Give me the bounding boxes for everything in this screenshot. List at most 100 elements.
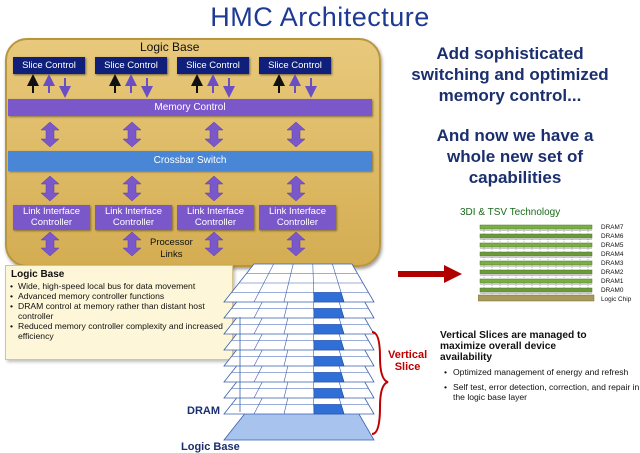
- link-line-1: Link Interface: [22, 206, 81, 217]
- note-title: Logic Base: [11, 269, 65, 280]
- dram-layer: [479, 260, 593, 266]
- layer-gap: [480, 247, 592, 249]
- headline-line: whole new set of: [446, 147, 584, 166]
- link-interface-controller-3: Link Interface Controller: [177, 205, 254, 230]
- logic-base-note: Logic Base Wide, high-speed local bus fo…: [5, 265, 233, 360]
- double-arrow-icon: [122, 175, 142, 202]
- link-interface-controller-4: Link Interface Controller: [259, 205, 336, 230]
- logic-base-stack-label: Logic Base: [181, 441, 240, 453]
- link-interface-controller-2: Link Interface Controller: [95, 205, 172, 230]
- tsv-layer-label: DRAM1: [601, 278, 624, 285]
- headline-switching: Add sophisticated switching and optimize…: [390, 43, 630, 106]
- tsv-layer-label: Logic Chip: [601, 296, 632, 303]
- headline-line: And now we have a: [436, 126, 594, 145]
- layer-gap: [480, 238, 592, 240]
- double-arrow-icon: [204, 121, 224, 148]
- double-arrow-icon: [122, 121, 142, 148]
- link-line-2: Controller: [30, 217, 73, 228]
- dram-layer: [479, 224, 593, 230]
- double-arrow-icon: [40, 175, 60, 202]
- note-bullet: Reduced memory controller complexity and…: [9, 321, 229, 341]
- double-arrow-icon: [40, 121, 60, 148]
- tsv-stack-graphic: [478, 224, 595, 302]
- vertical-slice-cell: [313, 388, 345, 399]
- note-bullet: Advanced memory controller functions: [9, 291, 229, 301]
- processor-links-label: Processor Links: [150, 237, 193, 261]
- double-arrow-icon: [286, 175, 306, 202]
- slice-control-2: Slice Control: [95, 57, 167, 74]
- logic-base-panel-label: Logic Base: [140, 40, 200, 54]
- tsv-title: 3DI & TSV Technology: [460, 207, 561, 218]
- headline-line: switching and optimized: [411, 65, 609, 84]
- vertical-slice-label: Vertical Slice: [388, 349, 427, 373]
- vertical-slice-cell: [313, 340, 345, 351]
- layer-gap: [480, 229, 592, 231]
- layer-gap: [480, 256, 592, 258]
- processor-links-line-2: Links: [160, 249, 183, 260]
- logic-chip-layer: [478, 294, 595, 302]
- link-line-1: Link Interface: [268, 206, 327, 217]
- dram-layer: [479, 251, 593, 257]
- memory-control-bar: Memory Control: [8, 99, 372, 116]
- headline-capabilities: And now we have a whole new set of capab…: [400, 125, 630, 188]
- layer-gap: [480, 274, 592, 276]
- vertical-slice-line: Slice: [394, 361, 421, 373]
- dram-stack-graphic: [223, 263, 389, 441]
- link-line-1: Link Interface: [104, 206, 163, 217]
- headline-line: Add sophisticated: [436, 44, 584, 63]
- double-arrow-icon: [204, 231, 224, 257]
- red-arrow-icon: [398, 265, 462, 283]
- dram-stack-label: DRAM: [187, 405, 220, 417]
- layer-gap: [480, 265, 592, 267]
- double-arrow-icon: [40, 231, 60, 257]
- tsv-layer-label: DRAM6: [601, 233, 624, 240]
- slices-bullet: Self test, error detection, correction, …: [444, 382, 640, 402]
- slices-bullet: Optimized management of energy and refre…: [444, 367, 640, 377]
- double-arrow-icon: [286, 121, 306, 148]
- link-interface-controller-1: Link Interface Controller: [13, 205, 90, 230]
- vertical-slice-cell: [313, 372, 345, 383]
- note-bullets: Wide, high-speed local bus for data move…: [9, 281, 229, 341]
- vertical-slice-cell: [313, 356, 345, 367]
- vertical-slice-cell: [313, 308, 345, 319]
- dram-layer: [479, 242, 593, 248]
- heading-line: availability: [440, 352, 493, 363]
- tsv-layer-label: DRAM2: [601, 269, 624, 276]
- vertical-slice-cell: [313, 324, 345, 335]
- headline-line: memory control...: [438, 86, 582, 105]
- vertical-slice-cell: [313, 292, 345, 303]
- double-arrow-icon: [204, 175, 224, 202]
- dram-layer: [479, 287, 593, 293]
- vertical-slices-bullets: Optimized management of energy and refre…: [444, 367, 640, 407]
- double-arrow-icon: [122, 231, 142, 257]
- heading-line: maximize overall device: [440, 341, 557, 352]
- headline-line: capabilities: [468, 168, 562, 187]
- link-line-2: Controller: [276, 217, 319, 228]
- vertical-slice-line: Vertical: [388, 349, 428, 361]
- tsv-layer-label: DRAM5: [601, 242, 624, 249]
- layer-gap: [480, 283, 592, 285]
- note-bullet: DRAM control at memory rather than dista…: [9, 301, 229, 321]
- slice-control-1: Slice Control: [13, 57, 85, 74]
- link-line-2: Controller: [112, 217, 155, 228]
- heading-line: Vertical Slices are managed to: [440, 330, 587, 341]
- tsv-layer-label: DRAM3: [601, 260, 624, 267]
- link-line-1: Link Interface: [186, 206, 245, 217]
- crossbar-switch-bar: Crossbar Switch: [8, 151, 372, 171]
- slice-control-4: Slice Control: [259, 57, 331, 74]
- note-bullet: Wide, high-speed local bus for data move…: [9, 281, 229, 291]
- tsv-layer-label: DRAM0: [601, 287, 624, 294]
- layer-gap: [480, 292, 592, 294]
- double-arrow-icon: [286, 231, 306, 257]
- dram-layer: [479, 269, 593, 275]
- vertical-slice-brace: [371, 331, 389, 435]
- vertical-slices-heading: Vertical Slices are managed to maximize …: [440, 330, 640, 363]
- vertical-slice-cell: [313, 404, 345, 415]
- processor-links-line-1: Processor: [150, 237, 193, 248]
- link-line-2: Controller: [194, 217, 237, 228]
- page-title: HMC Architecture: [210, 2, 430, 32]
- tsv-layer-label: DRAM7: [601, 224, 624, 231]
- tsv-layer-label: DRAM4: [601, 251, 624, 258]
- slice-control-3: Slice Control: [177, 57, 249, 74]
- panel-arrows: [27, 74, 317, 257]
